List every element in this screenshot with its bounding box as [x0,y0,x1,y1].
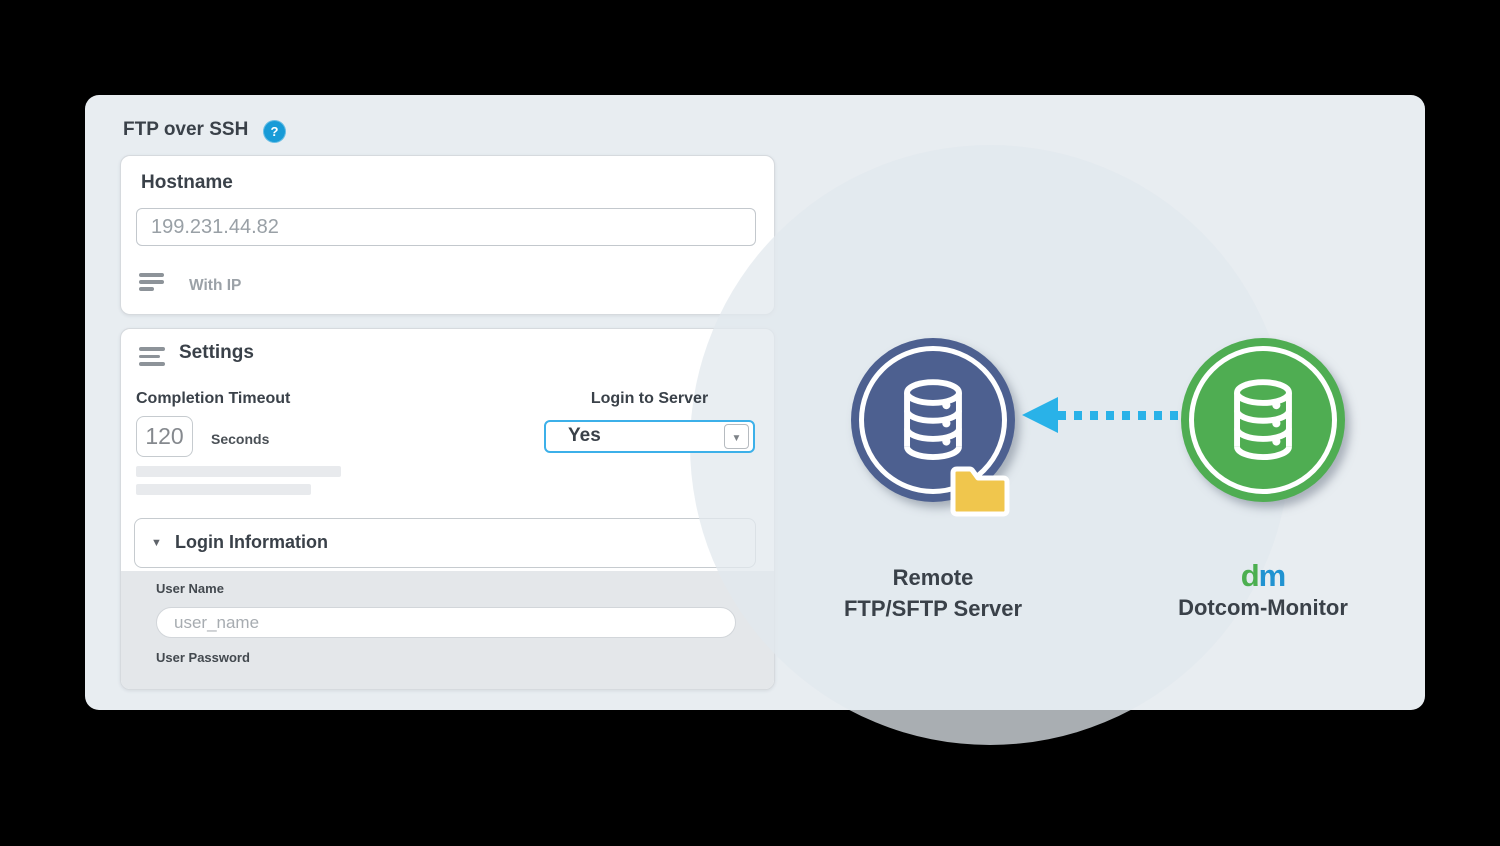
dotcom-monitor-logo: dm [1113,559,1413,592]
remote-server-icon [851,338,1015,502]
list-lines-icon [139,273,164,294]
database-icon [904,379,962,461]
arrow-head-icon [1022,397,1058,433]
login-information-header[interactable]: ▼ Login Information [134,518,756,568]
dropdown-arrow-button[interactable]: ▼ [724,424,749,449]
database-icon [1234,379,1292,461]
circle-ring [859,346,1007,494]
hostname-card: Hostname With IP [120,155,775,315]
logo-letter-d: d [1240,558,1260,593]
monitor-label: Dotcom-Monitor [1178,595,1348,620]
main-panel: FTP over SSH ? Hostname With IP Settings… [85,95,1425,745]
completion-timeout-input[interactable] [136,416,193,457]
monitor-label-block: dm Dotcom-Monitor [1113,559,1413,623]
with-ip-label: With IP [189,277,242,294]
question-mark-glyph: ? [270,124,279,139]
hostname-label: Hostname [141,172,233,193]
logo-letter-m: m [1258,558,1287,593]
remote-server-label-line2: FTP/SFTP Server [843,596,1023,621]
dropdown-selected-value: Yes [568,425,601,446]
collapse-arrow-icon: ▼ [151,537,162,549]
settings-sliders-icon [139,347,165,370]
login-to-server-label: Login to Server [590,390,709,407]
skeleton-line-2 [136,484,311,495]
login-fields-section: User Name User Password [121,571,774,689]
help-icon[interactable]: ? [263,120,286,143]
chevron-down-icon: ▼ [731,433,742,444]
page-title: FTP over SSH [123,119,249,140]
settings-title: Settings [179,342,254,363]
settings-card: Settings Completion Timeout Seconds Logi… [120,328,775,690]
circle-ring [1189,346,1337,494]
login-information-title: Login Information [175,532,328,552]
user-name-label: User Name [156,581,224,596]
remote-server-label: Remote FTP/SFTP Server [783,562,1083,624]
folder-icon [950,466,1010,517]
login-to-server-dropdown[interactable]: Yes ▼ [544,420,755,453]
completion-timeout-label: Completion Timeout [136,390,291,407]
completion-timeout-unit: Seconds [211,431,270,447]
user-name-input[interactable] [156,607,736,638]
dotted-connection-line [1058,411,1186,420]
remote-server-label-line1: Remote [892,565,974,590]
monitor-server-icon [1181,338,1345,502]
hostname-input[interactable] [136,208,756,246]
user-password-label: User Password [156,650,250,665]
skeleton-line-1 [136,466,341,477]
